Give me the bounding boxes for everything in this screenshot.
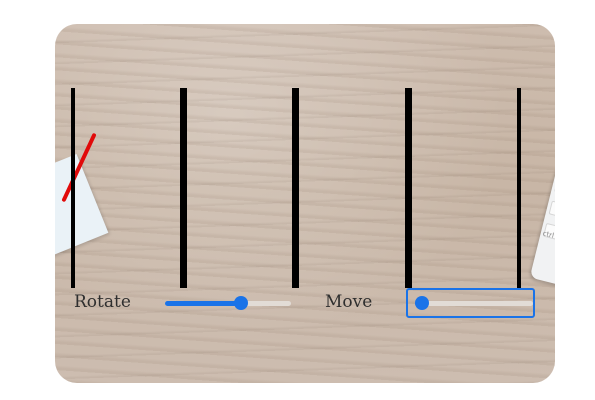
- rotate-slider-thumb[interactable]: [234, 296, 248, 310]
- bar-2: [180, 88, 187, 288]
- keyboard-key: [548, 200, 555, 219]
- move-slider-thumb[interactable]: [415, 296, 429, 310]
- bar-4: [405, 88, 412, 288]
- keyboard: ctrl: [529, 165, 555, 288]
- stage-card: ctrl Rotate Move: [55, 24, 555, 383]
- move-slider-focus-ring: [406, 288, 535, 318]
- move-label: Move: [325, 292, 373, 312]
- bar-5: [517, 88, 521, 288]
- ctrl-key-label: ctrl: [541, 229, 555, 240]
- rotate-slider[interactable]: [165, 293, 291, 313]
- rotate-label: Rotate: [74, 292, 131, 312]
- keyboard-key: [554, 178, 555, 196]
- move-slider-track: [415, 301, 533, 306]
- bar-1: [71, 88, 75, 288]
- rotate-slider-fill: [165, 301, 241, 306]
- bar-3: [292, 88, 299, 288]
- paper-note: [55, 153, 109, 260]
- move-slider[interactable]: [415, 293, 533, 313]
